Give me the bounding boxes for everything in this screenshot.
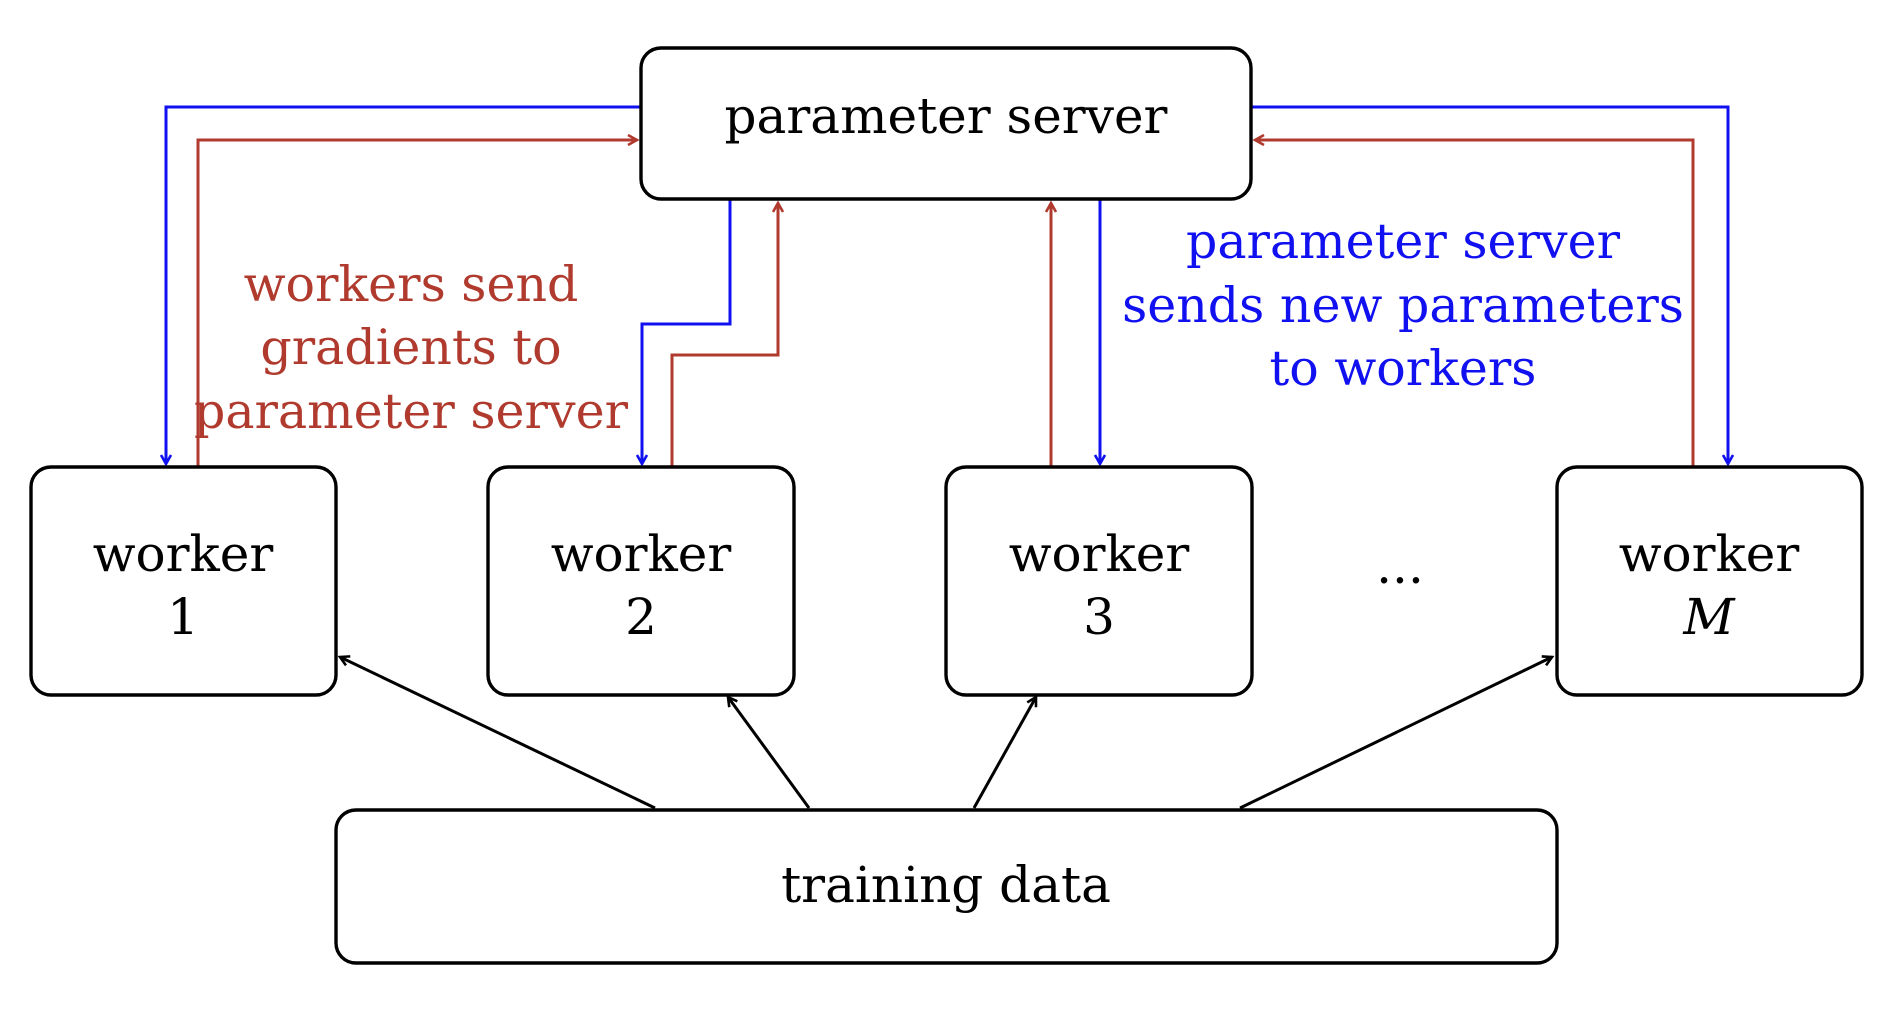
gradient-note-line-2: gradients to: [260, 319, 561, 376]
parameter-note: parameter server sends new parameters to…: [1122, 213, 1684, 397]
worker-box: [486, 465, 796, 697]
data-arrows: [337, 655, 1555, 810]
worker-node-m: worker M: [1555, 465, 1864, 697]
worker-label: worker: [551, 525, 732, 583]
training-data-label: training data: [781, 856, 1111, 914]
gradient-note-line-3: parameter server: [194, 383, 629, 440]
worker-box: [1555, 465, 1864, 697]
worker-node-2: worker 2: [486, 465, 796, 697]
data-arrow-to-worker-1: [337, 655, 656, 810]
training-data-node: training data: [334, 808, 1559, 965]
worker-label: worker: [1009, 525, 1190, 583]
worker-label: worker: [1619, 525, 1800, 583]
param-arrow-to-worker-1: [159, 105, 640, 467]
data-arrow-to-worker-m: [1239, 655, 1555, 810]
worker-node-1: worker 1: [29, 465, 338, 697]
parameter-server-node: parameter server: [639, 46, 1253, 201]
worker-number: M: [1682, 588, 1736, 646]
gradient-note: workers send gradients to parameter serv…: [194, 256, 629, 440]
parameter-note-line-1: parameter server: [1186, 213, 1621, 270]
gradient-arrow-from-worker-m: [1252, 133, 1695, 466]
parameter-note-line-2: sends new parameters: [1122, 277, 1684, 334]
parameter-server-box: [639, 46, 1253, 201]
worker-node-3: worker 3: [944, 465, 1254, 697]
parameter-note-line-3: to workers: [1270, 340, 1537, 397]
gradient-arrow-from-worker-1: [196, 133, 640, 466]
worker-box: [29, 465, 338, 697]
more-workers-ellipsis: ...: [1376, 537, 1424, 595]
param-arrow-to-worker-m: [1252, 105, 1735, 467]
gradient-arrows: [196, 133, 1695, 466]
data-arrow-to-worker-3: [972, 694, 1038, 809]
gradient-arrow-from-worker-2: [670, 200, 785, 466]
worker-number: 3: [1083, 588, 1115, 646]
worker-number: 1: [167, 588, 199, 646]
worker-box: [944, 465, 1254, 697]
gradient-note-line-1: workers send: [244, 256, 579, 313]
worker-number: 2: [625, 588, 657, 646]
param-arrow-to-worker-2: [635, 200, 732, 467]
worker-label: worker: [93, 525, 274, 583]
parameter-arrows: [159, 105, 1735, 467]
training-data-box: [334, 808, 1559, 965]
parameter-server-label: parameter server: [725, 87, 1168, 145]
data-arrow-to-worker-2: [726, 694, 811, 809]
